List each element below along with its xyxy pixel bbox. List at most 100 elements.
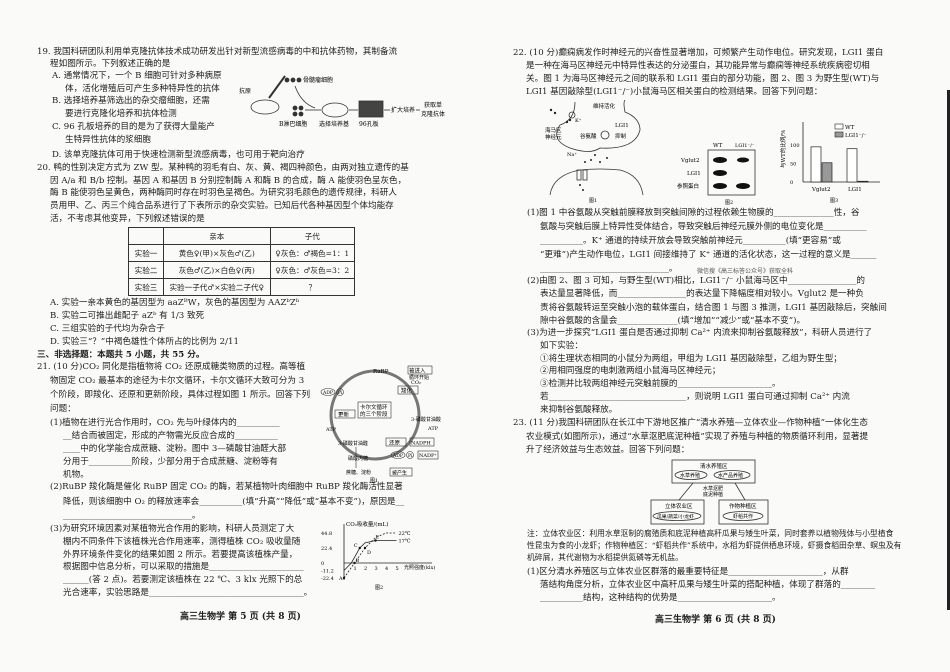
label-left: 立体农业区 — [665, 502, 693, 510]
table-cell: 实验三 — [128, 278, 164, 296]
table-cell: 实验二 — [128, 261, 164, 279]
page-footer: 高三生物学 第 5 页 (共 8 页) — [180, 612, 301, 622]
x-tick-label: 4 — [385, 566, 388, 572]
label-plate: 96孔板 — [359, 120, 379, 128]
label-result-1: 获取单 — [424, 101, 442, 109]
text-line: 问题： — [50, 404, 76, 414]
data-point — [342, 576, 346, 580]
table-header: 子代 — [269, 227, 356, 245]
text-line: 来抑制谷氨酸释放。 — [540, 404, 618, 415]
text-line: A. 通常情况下，一个 B 细胞可针对多种病原 — [52, 71, 222, 81]
scan-edge — [947, 90, 950, 610]
row-label: 参照蛋白 — [677, 182, 699, 190]
text-line: 氨酸与突触后膜上特异性受体结合，导致突触后神经元膜外侧的电位变化是_______… — [540, 222, 867, 232]
figure-caption: 图2 — [375, 585, 383, 591]
page-footer: 高三生物学 第 6 页 (共 8 页) — [655, 615, 776, 625]
table-row: 实验二 灰色♂(乙)×白色♀(丙) ♀灰色：♂灰色=3：2 — [128, 261, 356, 279]
text-line: 21. (10 分)CO₂ 同化是指植物将 CO₂ 还原成糖类物质的过程。高等植 — [37, 362, 306, 372]
text-line: 落结构角度分析，立体农业区中高秆瓜果与矮生叶菜的搭配种植，体现了群落的_____… — [540, 580, 876, 590]
page-5: 19. 我国科研团队利用单克隆抗体技术成功研发出针对新型流感病毒的中和抗体药物，… — [37, 47, 446, 622]
text-line: 19. 我国科研团队利用单克隆抗体技术成功研发出针对新型流感病毒的中和抗体药物，… — [37, 47, 398, 57]
label-k: K⁺ — [575, 118, 582, 124]
figure-caption: 图3 — [830, 198, 838, 204]
text-line: 机物。 — [63, 470, 89, 480]
text-line: 机碎屑，其代谢物为水稻提供氮磷等无机盐。 — [527, 553, 683, 562]
label-triose: 磷酸丙糖 — [348, 455, 368, 462]
label-product: 被产生 — [392, 470, 407, 477]
table-cell: ♀灰色：♂灰色=3：2 — [269, 261, 356, 279]
text-line: ①将生理状态相同的小鼠分为两组，甲组为 LGI1 基因敲除型，乙组为野生型； — [540, 353, 842, 364]
label-na: Na⁺ — [567, 152, 577, 158]
label-left-a: 瓜果/蔬菜/小龙虾 — [657, 513, 694, 520]
text-line: 生特异性抗体的浆细胞 — [65, 135, 151, 145]
text-line: 物固定 CO₂ 最基本的途径为卡尔文循环，卡尔文循环大致可分为 3 — [50, 376, 305, 386]
text-line: (3)为研究环境因素对某植物光合作用的影响，科研人员测定了大 — [50, 524, 295, 534]
text-line: 性昆虫为食的小龙虾；作物种植区：“虾稻共作”系统中，水稻为虾提供栖息环境，虾摄食… — [527, 541, 902, 550]
x-tick-label: 3 — [375, 566, 378, 572]
figure-caption: 图1 — [589, 198, 597, 204]
text-line: 员用甲、乙、丙三个纯合品系进行了下表所示的杂交实验。已知后代各种基因型个体均能存 — [50, 201, 394, 212]
point-label: C — [354, 543, 358, 549]
column-label-wt: WT — [713, 143, 723, 149]
text-line: 棚内不同条件下该植株光合作用速率，测得植株 CO₂ 吸收量随 — [63, 536, 301, 547]
text-line: 分用于__________阶段，少部分用于合成蔗糖、淀粉等有 — [63, 457, 278, 467]
table-row: 实验一 黄色♀(甲)×灰色♂(乙) ♀灰色：♂褐色=1：1 — [128, 244, 356, 262]
text-line: 体，活化增殖后可产生多种特异性的抗体 — [65, 83, 220, 94]
bar-lgi1-ko — [857, 180, 869, 183]
text-line: __________结构，这种结构的优势是___________________… — [540, 593, 781, 603]
text-line: 农业模式(如图所示)，通过“水草沤肥底泥种植”实现了养殖与种植的物质循环利用，显… — [526, 431, 869, 442]
co2-absorption-chart: CO₂吸收量/(mL) 光照强度(klx) 图2 44.822.40-11.2-… — [321, 520, 435, 591]
label-sugar: 蔗糖、淀粉 — [346, 469, 371, 476]
label-top-a: 水草养殖 — [680, 472, 700, 479]
text-line: C. 三组实验的子代均为杂合子 — [50, 324, 165, 334]
point-label: B — [356, 558, 360, 564]
text-line: 注：立体农业区：利用水草沤制的腐殖质和底泥种植高秆瓜果与矮生叶菜，同时套养以植物… — [527, 529, 894, 538]
point-label: A — [338, 576, 343, 582]
y-tick-label: 44.8 — [321, 531, 332, 537]
figure-caption: 图1 — [370, 478, 378, 483]
label-result-2: 克隆抗体 — [421, 110, 445, 118]
y-tick-label: -22.4 — [321, 576, 334, 582]
label-antigen: 抗原 — [239, 87, 251, 95]
table-cell: 灰色♂(乙)×白色♀(丙) — [163, 261, 271, 279]
text-line: LGI1 基因敲除型(LGI1⁻/⁻)小鼠海马区相关蛋白的检测结果。回答下列问题… — [526, 87, 823, 97]
table-cell: ♀灰色：♂褐色=1：1 — [269, 244, 356, 262]
text-line: B. 选择培养基筛选出的杂交瘤细胞，还需 — [52, 96, 210, 106]
text-line: 22. (10 分)癫痫病发作时神经元的兴奋性显著增加，可频繁产生动作电位。研究… — [513, 48, 884, 58]
western-blot-figure: WT LGI1⁻/⁻ Vglut2 LGI1 参照蛋白 图2 — [677, 143, 756, 206]
label-inhibit: 抑制 — [615, 132, 627, 140]
text-line: C. 96 孔板培养的目的是为了获得大量能产 — [52, 122, 215, 132]
eco-agriculture-diagram: 清水养殖区 水草养殖 水产品养殖 水草沤肥 底泥种植 立体农业区 瓜果/蔬菜/小… — [650, 459, 769, 525]
table-header — [128, 227, 164, 245]
label-medium: 选择培养基 — [319, 120, 349, 128]
legend-swatch — [834, 123, 844, 130]
series-label: 22℃ — [399, 531, 411, 537]
series-line-0 — [343, 532, 397, 579]
label-reduction: 还原 — [389, 440, 401, 447]
label-g3p: 3-磷酸甘油醛 — [338, 440, 368, 447]
bar-vglut2-wt — [810, 146, 822, 183]
label-right: 作物种植区 — [729, 502, 757, 510]
text-line: ②用相同强度的电刺激两组小鼠海马区神经元； — [540, 366, 721, 377]
x-tick-label: 1 — [354, 566, 357, 572]
text-line: 因 A/a 和 B/b 控制。基因 A 和基因 B 分别控制酶 A 和酶 B 的… — [50, 175, 407, 186]
text-line: (1)植物在进行光合作用时，CO₂ 先与叶绿体内的__________ — [50, 418, 280, 428]
label-pi-2: Pi — [408, 453, 413, 459]
label-rubp: RuBP — [373, 369, 389, 375]
x-axis-label: 光照强度(klx) — [404, 564, 435, 571]
data-point — [374, 539, 377, 542]
label-expand: 扩大培养 — [391, 106, 415, 114]
text-line: D. 实验三“？”中褐色雄性个体所占的比例为 2/11 — [50, 337, 239, 347]
bar-vglut2-ko — [821, 162, 833, 183]
synapse-figure: 维持活化 K⁺ LGI1 海马区 神经元 谷氨酸 抑制 Na⁺ 图1 — [545, 100, 644, 204]
label-top: 清水养殖区 — [700, 462, 728, 470]
text-line: ③检测并比较两组神经元突触前膜的______________________。 — [540, 379, 781, 390]
label-entry-3: CO₂ — [411, 380, 421, 386]
figure-caption: 图2 — [725, 200, 733, 206]
text-line: (1)图 1 中谷氨酸从突触前膜释放到突触间隙的过程依赖生物膜的________… — [527, 208, 860, 218]
label-center-2: 的三个阶段 — [360, 410, 388, 418]
text-line: 根据图中信息分析，可以采取的措施是______________________ — [63, 562, 304, 573]
legend-label: LGI1⁻/⁻ — [845, 133, 866, 139]
y-axis-label: 与WT的比例/% — [779, 130, 787, 168]
y-tick-label: 22.4 — [321, 546, 332, 552]
